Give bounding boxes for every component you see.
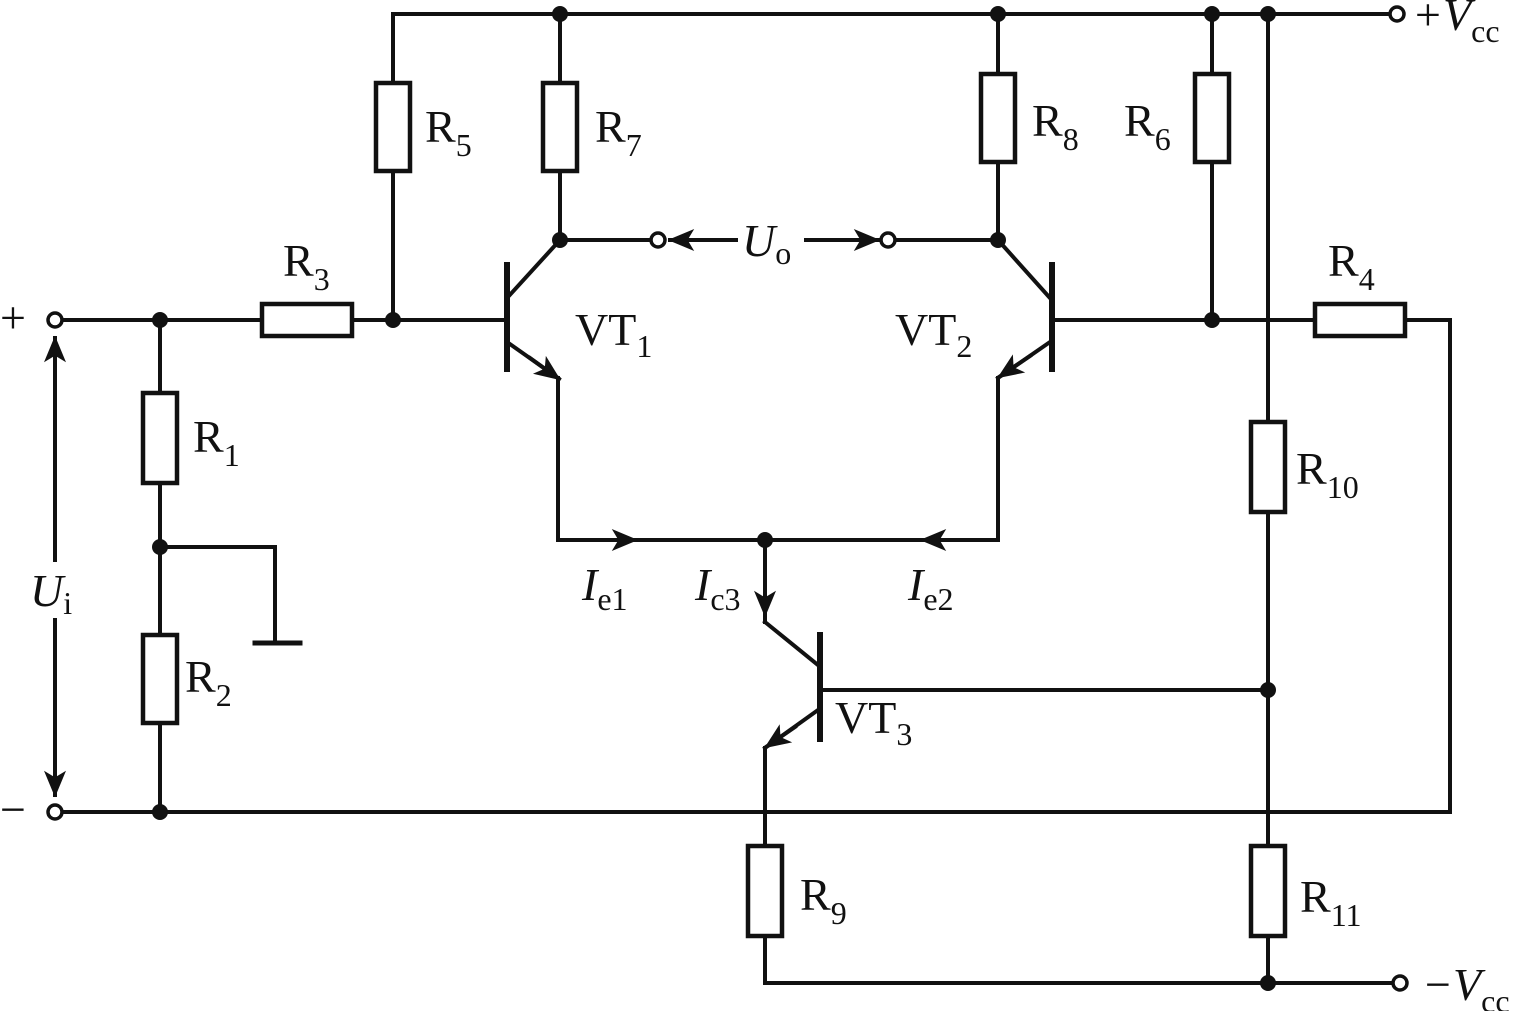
resistor-r2 <box>140 632 180 726</box>
resistor-r5 <box>373 80 413 174</box>
label-r11: R11 <box>1300 871 1362 933</box>
label-r3: R3 <box>283 235 330 297</box>
label-r2: R2 <box>185 651 232 713</box>
label-r9: R9 <box>800 869 847 931</box>
resistor-r7 <box>540 80 580 174</box>
input-voltage-label: Ui <box>30 565 72 621</box>
label-vt3: VT3 <box>835 692 912 752</box>
vcc-rail <box>391 12 1392 85</box>
vt1-emitter-arrow <box>527 355 562 382</box>
input-minus-sign: − <box>0 784 26 835</box>
output-right-terminal <box>879 231 897 249</box>
vt2-emitter-arrow <box>996 353 1033 380</box>
vt3-emitter-arrow <box>763 724 798 750</box>
label-r10: R10 <box>1296 443 1359 505</box>
resistor-r10 <box>1248 419 1288 515</box>
label-r7: R7 <box>595 101 642 163</box>
label-ic3: Ic3 <box>694 559 741 617</box>
vcc-pos-terminal <box>1388 5 1406 23</box>
wires <box>60 12 1452 985</box>
label-r8: R8 <box>1032 95 1079 157</box>
resistor-r11 <box>1248 843 1288 939</box>
label-vt1: VT1 <box>575 304 652 364</box>
label-r6: R6 <box>1124 95 1171 157</box>
junction-dots <box>152 6 1276 991</box>
resistor-r4 <box>1312 301 1408 339</box>
output-left-terminal <box>649 231 667 249</box>
resistor-r9 <box>745 843 785 939</box>
label-ie1: Ie1 <box>581 559 628 617</box>
vcc-pos-label: +Vcc <box>1412 0 1500 49</box>
resistor-bodies <box>140 71 1408 939</box>
resistor-r6 <box>1192 71 1232 165</box>
label-vt2: VT2 <box>895 304 972 364</box>
input-plus-terminal <box>46 311 64 329</box>
label-r5: R5 <box>425 101 472 163</box>
resistor-r8 <box>978 71 1018 165</box>
vcc-neg-label: −Vcc <box>1422 959 1510 1011</box>
resistor-r1 <box>140 390 180 486</box>
resistor-r3 <box>259 301 355 339</box>
label-r1: R1 <box>193 411 240 473</box>
vcc-neg-terminal <box>1391 974 1409 992</box>
output-voltage-label: Uo <box>742 215 791 271</box>
input-plus-sign: + <box>0 292 26 343</box>
input-minus-terminal <box>46 803 64 821</box>
label-r4: R4 <box>1328 235 1375 297</box>
label-ie2: Ie2 <box>907 559 954 617</box>
